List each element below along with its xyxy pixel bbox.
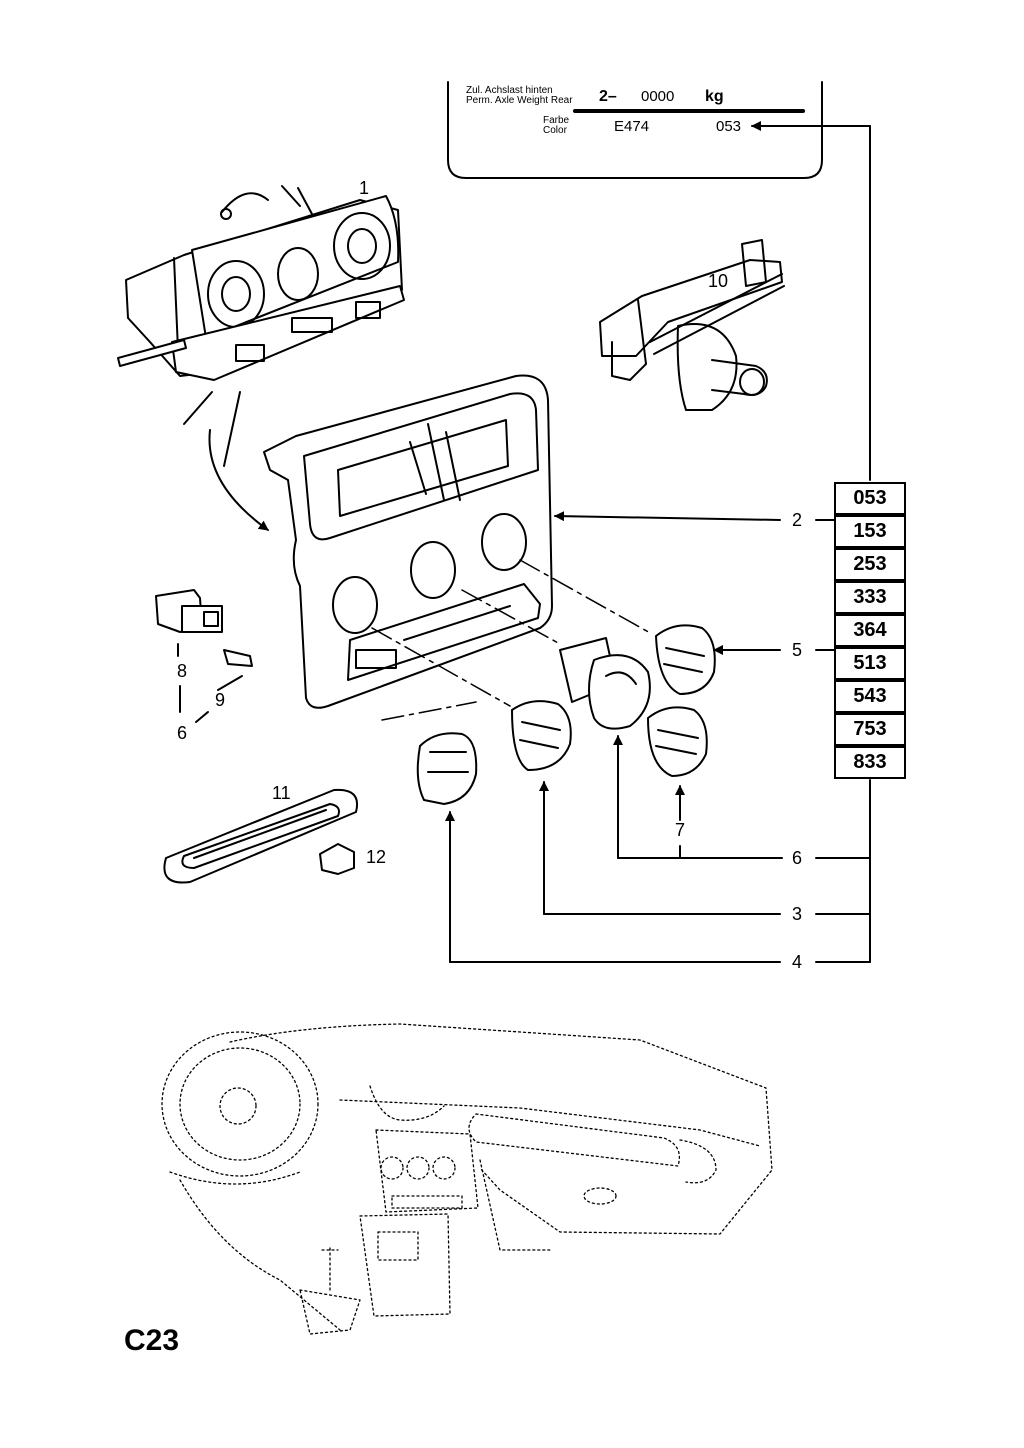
knob-4: [416, 732, 478, 805]
color-label-de: Farbe: [543, 115, 570, 126]
callout-12: 12: [366, 847, 387, 867]
callout-5: 5: [792, 640, 803, 660]
color-code-333: 333: [834, 581, 906, 614]
page-identifier: C23: [124, 1324, 180, 1357]
callout-8: 8: [177, 661, 188, 681]
switch-assembly: [599, 239, 785, 411]
callout-leaders: [445, 121, 871, 963]
callout-3: 3: [792, 904, 803, 924]
color-code-833: 833: [834, 746, 906, 779]
callout-7: 7: [675, 820, 686, 840]
color-code-253: 253: [834, 548, 906, 581]
color-code-053: 053: [834, 482, 906, 515]
bulb-holder: [155, 589, 253, 723]
trim-strip: [163, 788, 358, 884]
knob-6: [559, 637, 651, 730]
heater-control-unit: [117, 185, 405, 531]
color-code-364: 364: [834, 614, 906, 647]
callout-10: 10: [708, 271, 729, 291]
callout-1: 1: [359, 178, 370, 198]
callout-6-bulb: 6: [177, 723, 188, 743]
color-code-753: 753: [834, 713, 906, 746]
color-code: E474: [614, 118, 650, 135]
callout-4: 4: [792, 952, 803, 972]
callout-9: 9: [215, 690, 226, 710]
knob-3: [511, 700, 572, 771]
axle-weight-unit: kg: [705, 88, 724, 105]
color-label-en: Color: [543, 125, 567, 136]
callout-6: 6: [792, 848, 803, 868]
color-code-153: 153: [834, 515, 906, 548]
knob-7: [647, 706, 708, 777]
color-number: 053: [716, 118, 742, 135]
clip: [319, 843, 355, 875]
callout-2: 2: [792, 510, 803, 530]
axle-weight-prefix: 2–: [599, 88, 617, 105]
callout-11: 11: [272, 783, 291, 803]
axle-weight-value: 0000: [641, 88, 675, 105]
axle-weight-label-en: Perm. Axle Weight Rear: [466, 95, 573, 106]
knob-5: [655, 624, 716, 695]
assembly-guides: [371, 559, 653, 721]
facia-panel: [263, 374, 553, 709]
dashboard-overview: [161, 1023, 773, 1335]
id-plate-outline: [447, 81, 823, 179]
color-code-543: 543: [834, 680, 906, 713]
color-code-513: 513: [834, 647, 906, 680]
axle-weight-label-de: Zul. Achslast hinten: [466, 85, 553, 96]
